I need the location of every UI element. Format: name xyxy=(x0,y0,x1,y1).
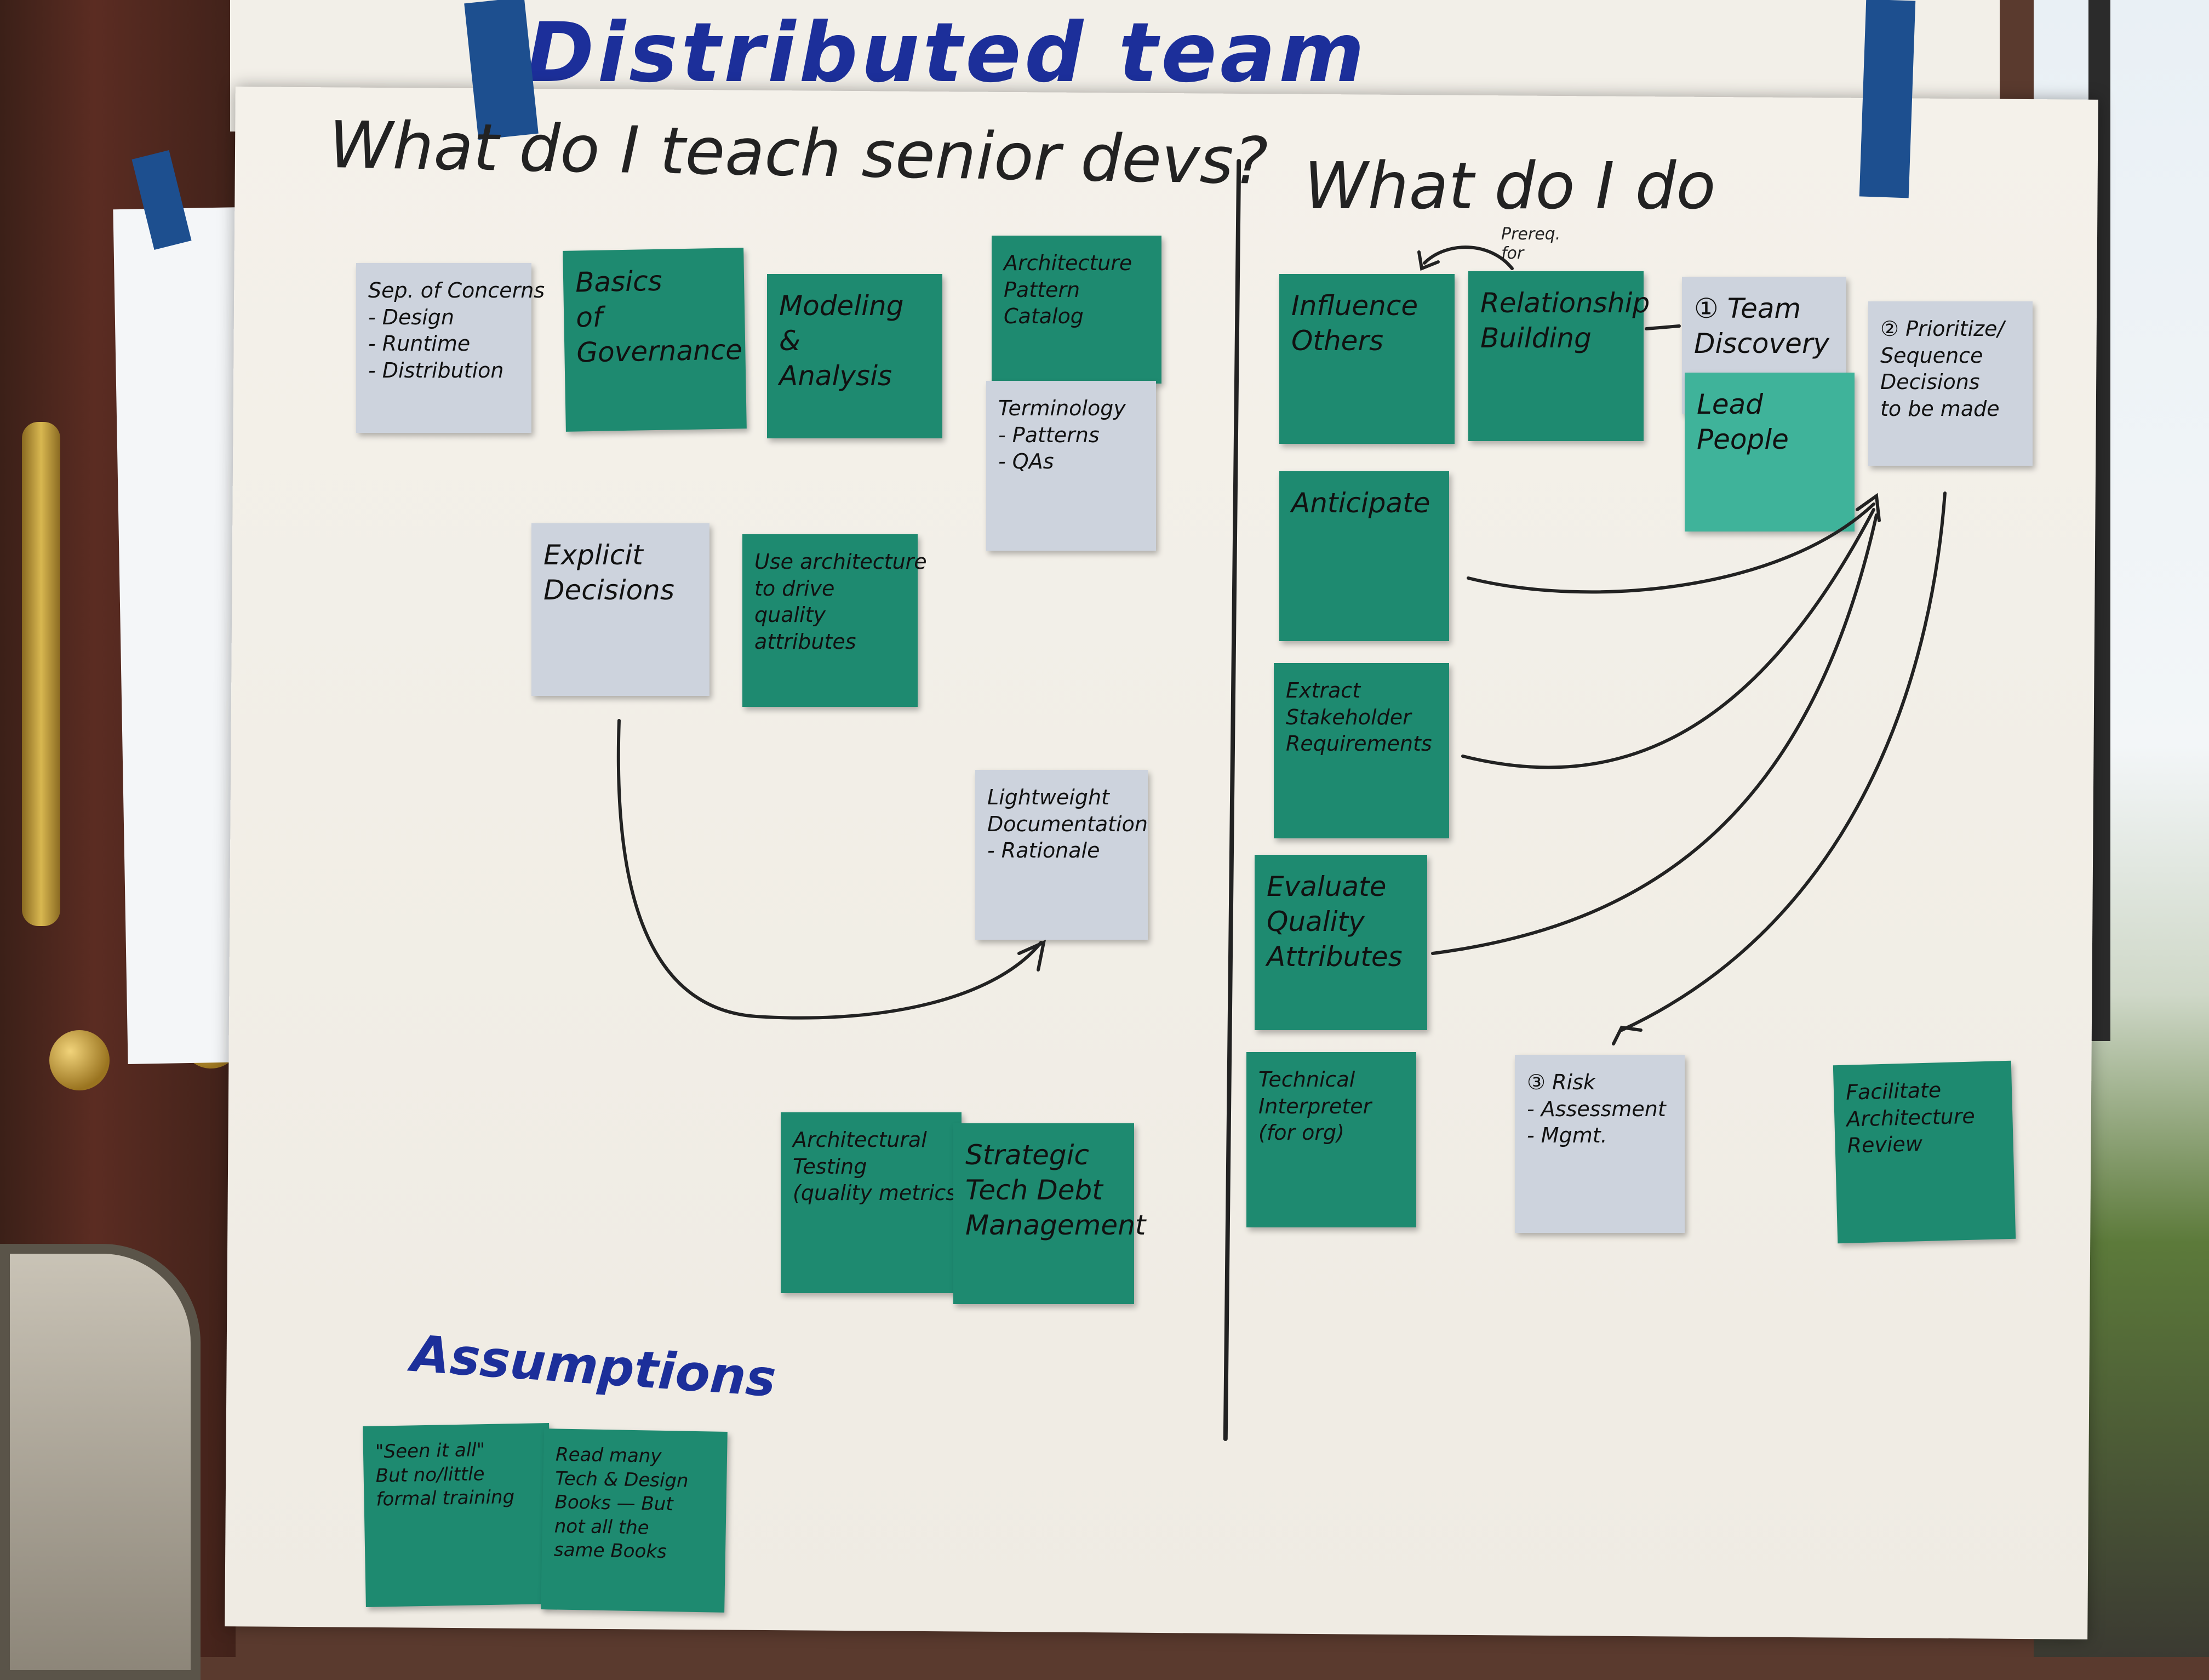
right-column-heading: What do I do xyxy=(1304,148,1716,224)
arrow-extract-to-lead xyxy=(1461,508,1875,769)
arrowhead xyxy=(1612,1025,1643,1045)
arrow-relationship-to-influence xyxy=(1423,245,1514,270)
arrowhead xyxy=(1856,493,1881,522)
arrowhead xyxy=(1417,250,1440,271)
sticky-note-anticipate: Anticipate xyxy=(1279,471,1449,641)
board-title: Distributed team xyxy=(526,5,1368,101)
arrow-explicit-to-documentation xyxy=(616,719,1043,1020)
sticky-note-separation-of-concerns: Sep. of Concerns- Design- Runtime- Distr… xyxy=(356,263,545,433)
chair xyxy=(0,1244,201,1680)
sticky-note-terminology: Terminology- Patterns- QAs xyxy=(986,381,1156,551)
arrowhead xyxy=(1017,939,1046,972)
arrow-anticipate-to-lead xyxy=(1467,502,1875,594)
door-knob-left xyxy=(49,1030,110,1090)
arrow-evaluate-to-lead xyxy=(1431,513,1878,955)
sticky-note-modeling-analysis: Modeling&Analysis xyxy=(767,274,942,438)
door-handle-left xyxy=(22,422,60,926)
arrow-relationship-to-team-discovery xyxy=(1645,324,1681,330)
arrow-prioritize-to-risk xyxy=(1620,492,1947,1032)
sticky-note-risk: ③ Risk- Assessment- Mgmt. xyxy=(1515,1055,1685,1233)
